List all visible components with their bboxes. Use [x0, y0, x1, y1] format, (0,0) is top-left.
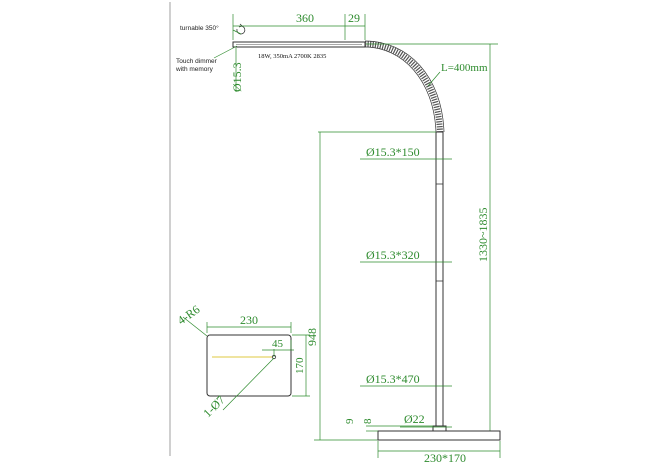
base — [377, 425, 501, 441]
base-depth-label: 170 — [294, 357, 306, 374]
touch-dimmer-note: Touch dimmer — [176, 58, 218, 65]
pole — [435, 131, 444, 431]
leader-touch-dimmer — [213, 45, 238, 59]
pole-diameter-label: Ø22 — [404, 412, 425, 426]
led-spec-label: 18W, 350mA 2700K 2835 — [258, 53, 326, 60]
dimension-9: 9 — [344, 418, 356, 424]
tube-segment-3-label: Ø15.3*470 — [366, 372, 420, 386]
hole-count-label: 1-Ø7 — [200, 393, 227, 420]
dimension-head-diameter: Ø15.3 — [230, 62, 244, 92]
gooseneck-length-label: L=400mm — [441, 62, 488, 74]
touch-dimmer-note-2: with memory — [175, 66, 214, 73]
gooseneck — [364, 41, 443, 133]
dimension-29: 29 — [348, 11, 360, 25]
base-size-label: 230*170 — [424, 451, 466, 465]
dimension-948: 948 — [305, 328, 319, 346]
turnable-note: turnable 350° — [180, 24, 219, 32]
offset-45-label: 45 — [272, 338, 284, 350]
lamp-head — [232, 41, 366, 48]
tube-segment-2-label: Ø15.3*320 — [366, 248, 420, 262]
dimension-360: 360 — [296, 11, 314, 25]
corner-radius-label: 4-R6 — [175, 302, 203, 327]
dimension-8: 8 — [362, 418, 374, 424]
total-height-label: 1330~1835 — [476, 208, 490, 263]
leader-gooseneck — [427, 71, 441, 87]
tube-segment-1-label: Ø15.3*150 — [366, 145, 420, 159]
leader-turnable — [232, 29, 242, 35]
base-plate-width-label: 230 — [240, 313, 258, 327]
